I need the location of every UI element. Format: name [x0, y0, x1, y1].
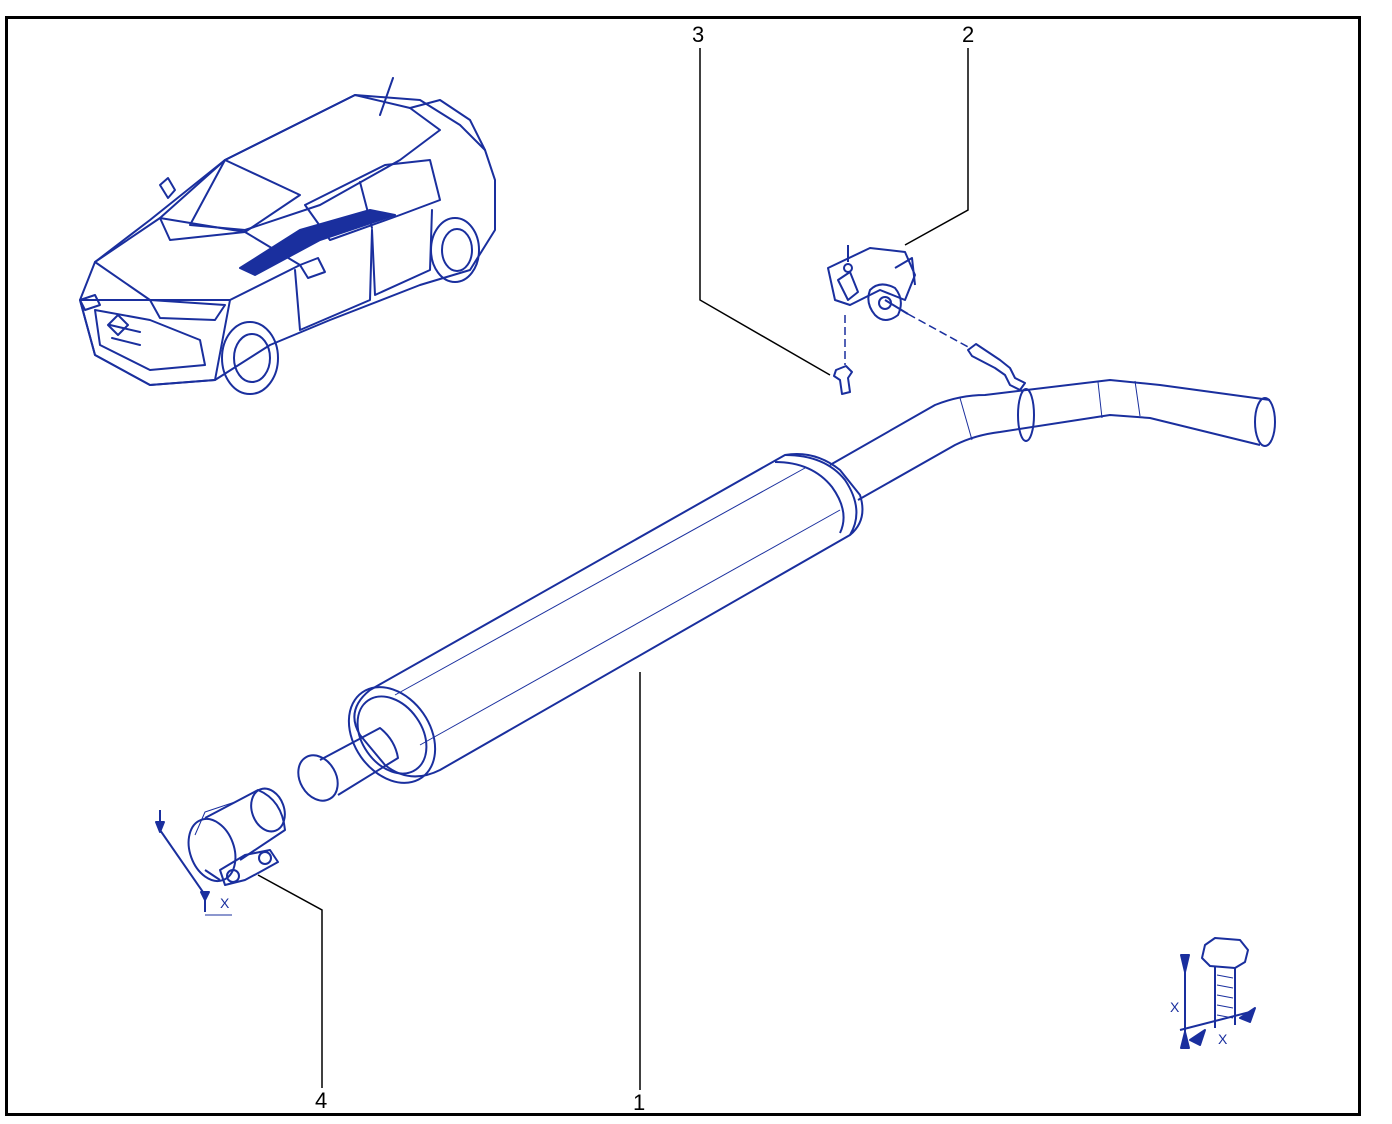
muffler-assembly [297, 379, 1276, 802]
diagram-frame [5, 16, 1361, 1116]
bolt-torque-symbol: X X [1170, 937, 1256, 1049]
vehicle-illustration [79, 77, 496, 395]
leader-line-2 [904, 48, 969, 246]
exhaust-hanger-bracket [827, 245, 1026, 391]
callout-number-4: 4 [315, 1088, 328, 1113]
leader-line-3 [699, 48, 831, 376]
leader-lines [257, 48, 969, 1090]
leader-line-4 [257, 874, 323, 1088]
bolt-dimension-label-height: X [1170, 999, 1180, 1015]
exhaust-clamp: X [155, 787, 286, 916]
bolt-dimension-label-diameter: X [1218, 1031, 1228, 1047]
callout-number-2: 2 [962, 22, 975, 47]
callout-number-3: 3 [692, 22, 705, 47]
callout-number-1: 1 [633, 1090, 646, 1115]
clamp-dimension-label: X [220, 895, 230, 911]
screw-part [833, 365, 853, 395]
